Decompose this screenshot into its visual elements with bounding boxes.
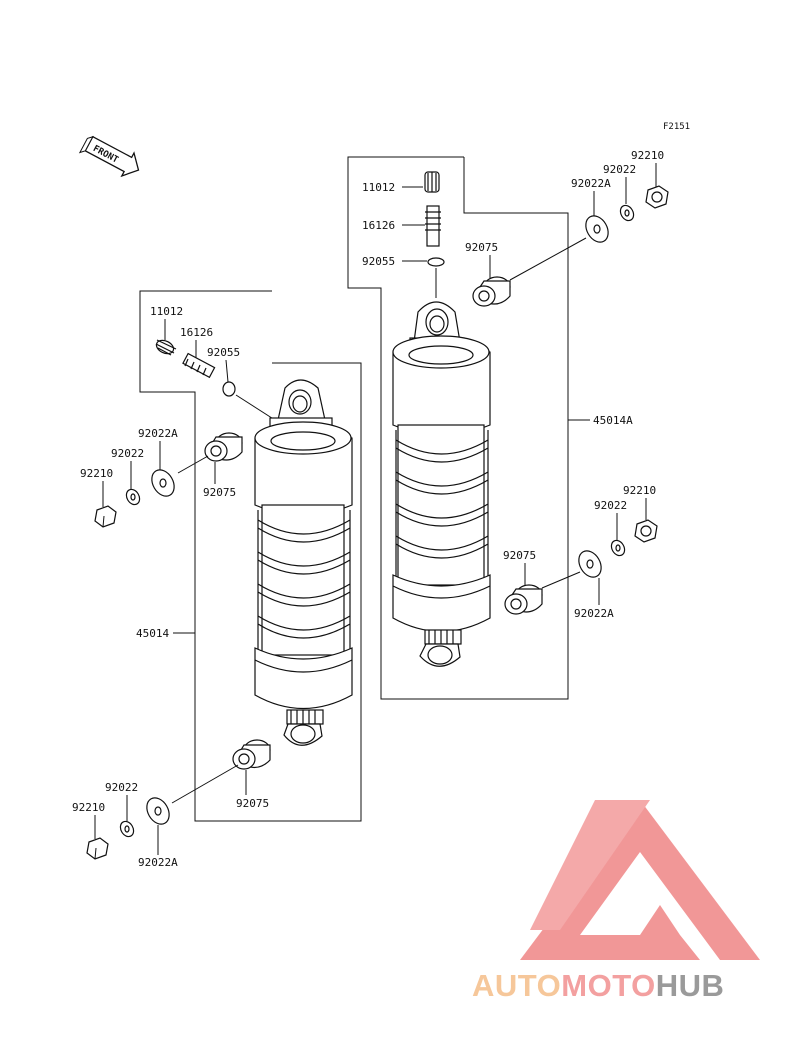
left-oring-leader [235,394,276,421]
right-bottom-bushing-label: 92075 [503,549,536,562]
right-valve-label: 16126 [362,219,395,232]
left-valve-cap [155,339,177,356]
right-nut-label: 92210 [631,149,664,162]
left-bottom-nut-label: 92210 [72,801,105,814]
right-top-nut [645,185,669,209]
left-washer-a-label: 92022A [138,427,178,440]
right-washer-a-label: 92022A [571,177,611,190]
right-top-bushing [472,276,511,307]
left-bushing-label: 92075 [203,486,236,499]
figure-id: F2151 [663,122,690,132]
right-top-axis [509,237,587,281]
automotohub-logo [520,800,760,960]
right-bottom-nut-label: 92210 [623,484,656,497]
right-top-washer-a [585,215,609,243]
left-top-washer [125,488,141,506]
left-oring-label-leader [225,359,229,383]
right-washer-label: 92022 [603,163,636,176]
right-o-ring [427,257,445,267]
right-cap-label: 11012 [362,181,395,194]
left-valve-label: 16126 [180,326,213,339]
left-oring-label: 92055 [207,346,240,359]
left-bottom-axis [171,764,239,804]
left-bottom-washer-a [146,797,170,825]
right-valve-cap [424,171,440,193]
right-bottom-washer-a-label: 92022A [574,607,614,620]
right-bushing-label: 92075 [465,241,498,254]
left-bottom-bushing-label: 92075 [236,797,269,810]
watermark-text: AUTOMOTOHUB [472,968,724,1003]
left-bottom-washer-label: 92022 [105,781,138,794]
watermark-moto: MOTO [561,968,655,1003]
left-bottom-nut [86,837,109,860]
right-bracket-outline [347,156,569,700]
watermark-hub: HUB [656,968,725,1003]
right-bottom-washer [610,539,626,557]
left-air-valve [182,352,216,379]
front-arrow-icon: FRONT [78,135,140,178]
logo-triangle-inner [530,800,650,930]
left-bracket-outline [139,290,362,822]
right-air-valve [425,205,441,247]
left-top-washer-a [151,469,175,497]
left-top-bushing [204,432,243,462]
left-shock-absorber [254,379,353,746]
logo-triangle-outer [520,800,760,960]
left-cap-label: 11012 [150,305,183,318]
right-bottom-nut [634,519,658,543]
right-top-washer [619,204,635,222]
left-bottom-washer-a-label: 92022A [138,856,178,869]
right-bottom-washer-a [578,550,602,578]
right-bottom-washer-label: 92022 [594,499,627,512]
right-bottom-bushing [504,584,543,615]
watermark-auto: AUTO [472,968,561,1003]
left-nut-label: 92210 [80,467,113,480]
left-bottom-washer [119,820,135,838]
left-washer-label: 92022 [111,447,144,460]
right-shock-label: 45014A [593,414,633,427]
left-o-ring [222,381,236,397]
right-shock-absorber [392,301,491,667]
right-bottom-axis [541,571,581,589]
left-shock-label: 45014 [136,627,169,640]
left-top-nut [94,505,117,528]
left-top-axis [177,455,209,474]
right-oring-label: 92055 [362,255,395,268]
left-bottom-bushing [232,739,271,770]
